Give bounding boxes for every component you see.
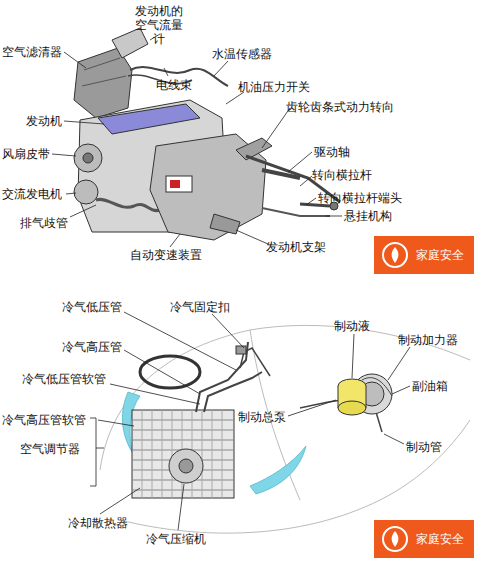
illustration-part [142,410,222,498]
icon-ring [383,527,407,551]
illustration-part [300,400,344,408]
illustration-part [352,334,354,378]
part-label: 驱动轴 [314,145,350,159]
illustration-part [376,412,382,432]
illustration-part [74,144,102,172]
illustration-part [90,312,410,530]
illustration-part [110,384,200,404]
illustration-part [236,230,268,244]
part-label: 冷气低压管 [62,300,122,314]
part-label: 转向横拉杆端头 [318,191,402,205]
part-label: 水温传感器 [212,47,272,61]
illustration-part [164,68,168,76]
illustration-part [388,347,410,380]
part-label: 悬挂机构 [344,209,392,223]
part-label: 发动机的 空气流量计 [130,4,188,46]
illustration-part [210,214,240,234]
illustration-part [124,350,200,394]
illustration-part [178,484,184,530]
part-label: 空气滤清器 [2,45,62,59]
illustration-part [52,154,76,156]
illustration-part [132,410,234,498]
part-label: 制动液 [334,319,370,333]
illustration-part [132,420,234,490]
illustration-part [74,48,132,118]
part-label: 冷气高压管软管 [2,413,86,427]
illustration-part [262,108,290,148]
illustration-part [124,312,236,370]
part-label: 发动机支架 [266,240,326,254]
part-label: 排气歧管 [20,216,68,230]
illustration-part [98,420,134,426]
part-label: 空气调节器 [20,442,80,456]
part-label: 交流发电机 [2,187,62,201]
part-label: 电线束 [156,78,192,92]
part-label: 冷气低压管软管 [22,372,106,386]
illustration-part [52,34,342,247]
badge-text: 家庭安全 [416,248,464,262]
illustration-part [70,205,96,217]
illustration-part [170,180,180,188]
illustration-part [326,216,342,217]
illustration-part [362,378,392,396]
illustration-part [74,28,340,240]
part-label: 机油压力开关 [238,80,310,94]
illustration-part [214,61,228,76]
part-label: 制动加力器 [398,333,458,347]
watermark-badge: 家庭安全 [374,236,474,274]
part-label: 转向横拉杆 [312,168,372,182]
badge-text: 家庭安全 [416,532,464,546]
part-label: 冷气高压管 [62,340,122,354]
illustration-part [96,199,160,210]
illustration-part [82,58,126,86]
illustration-part [74,180,98,204]
illustration-part [300,176,312,186]
part-label: 冷气压缩机 [146,532,206,546]
illustration-part [90,418,104,486]
illustration-part [169,449,203,483]
illustration-part [64,52,86,68]
illustration-part [166,176,192,192]
illustration-part [140,356,200,388]
illustration-part [236,346,246,354]
part-label: 冷气固定扣 [170,300,230,314]
part-label: 冷却散热器 [68,516,128,530]
illustration-part [132,342,392,498]
illustration-part [392,386,410,394]
illustration-part [212,314,244,348]
illustration-part [112,28,148,58]
illustration-part [98,104,200,134]
flame-icon [380,240,410,270]
icon-ring [383,243,407,267]
illustration-part [384,434,404,444]
illustration-part [179,459,193,473]
icon-flame [392,531,399,547]
illustration-part [262,170,300,178]
illustration-part [100,325,470,533]
part-label: 风扇皮带 [2,147,50,161]
illustration-part [66,193,76,194]
illustration-part [83,153,93,163]
illustration-part [338,401,366,415]
illustration-part [288,400,336,416]
illustration-part [170,234,180,247]
flame-icon [380,524,410,554]
illustration-part [250,446,306,494]
illustration-part [196,342,248,412]
illustration-part [262,208,330,216]
icon-flame [392,247,399,263]
illustration-part [204,372,262,412]
part-label: 自动变速装置 [130,248,202,262]
watermark-badge: 家庭安全 [374,520,474,558]
illustration-part [64,121,104,124]
part-label: 发动机 [26,114,62,128]
part-label: 制动管 [406,440,442,454]
illustration-part [306,198,316,205]
part-label: 齿轮齿条式动力转向 [286,100,394,114]
part-label: 副油箱 [412,379,448,393]
part-label: 制动总泵 [238,410,286,424]
illustration-part [100,488,140,514]
illustration-part [288,152,312,172]
